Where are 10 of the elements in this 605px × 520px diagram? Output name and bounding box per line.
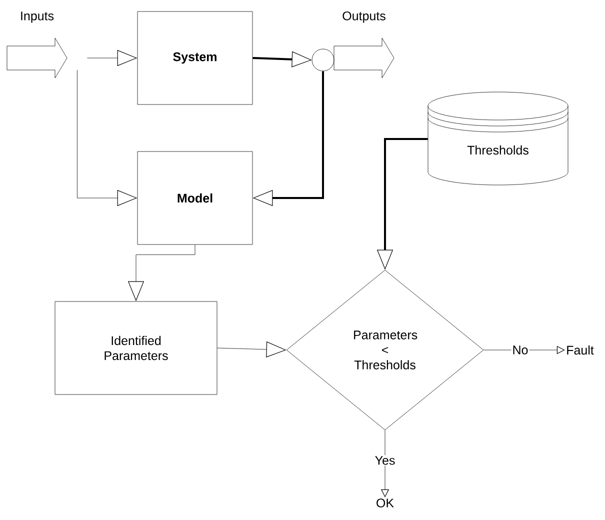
process-box: Identified Parameters [54,301,218,395]
edge-label: Yes [374,455,396,466]
node-label: Thresholds [467,145,528,155]
process-box: Model [137,151,253,245]
edge-label: No [511,344,530,356]
database-cylinder: Thresholds [428,92,568,186]
summing-junction [312,48,334,72]
process-box: System [137,11,253,105]
result-text: OK [376,498,394,508]
result-text: Fault [567,345,594,355]
